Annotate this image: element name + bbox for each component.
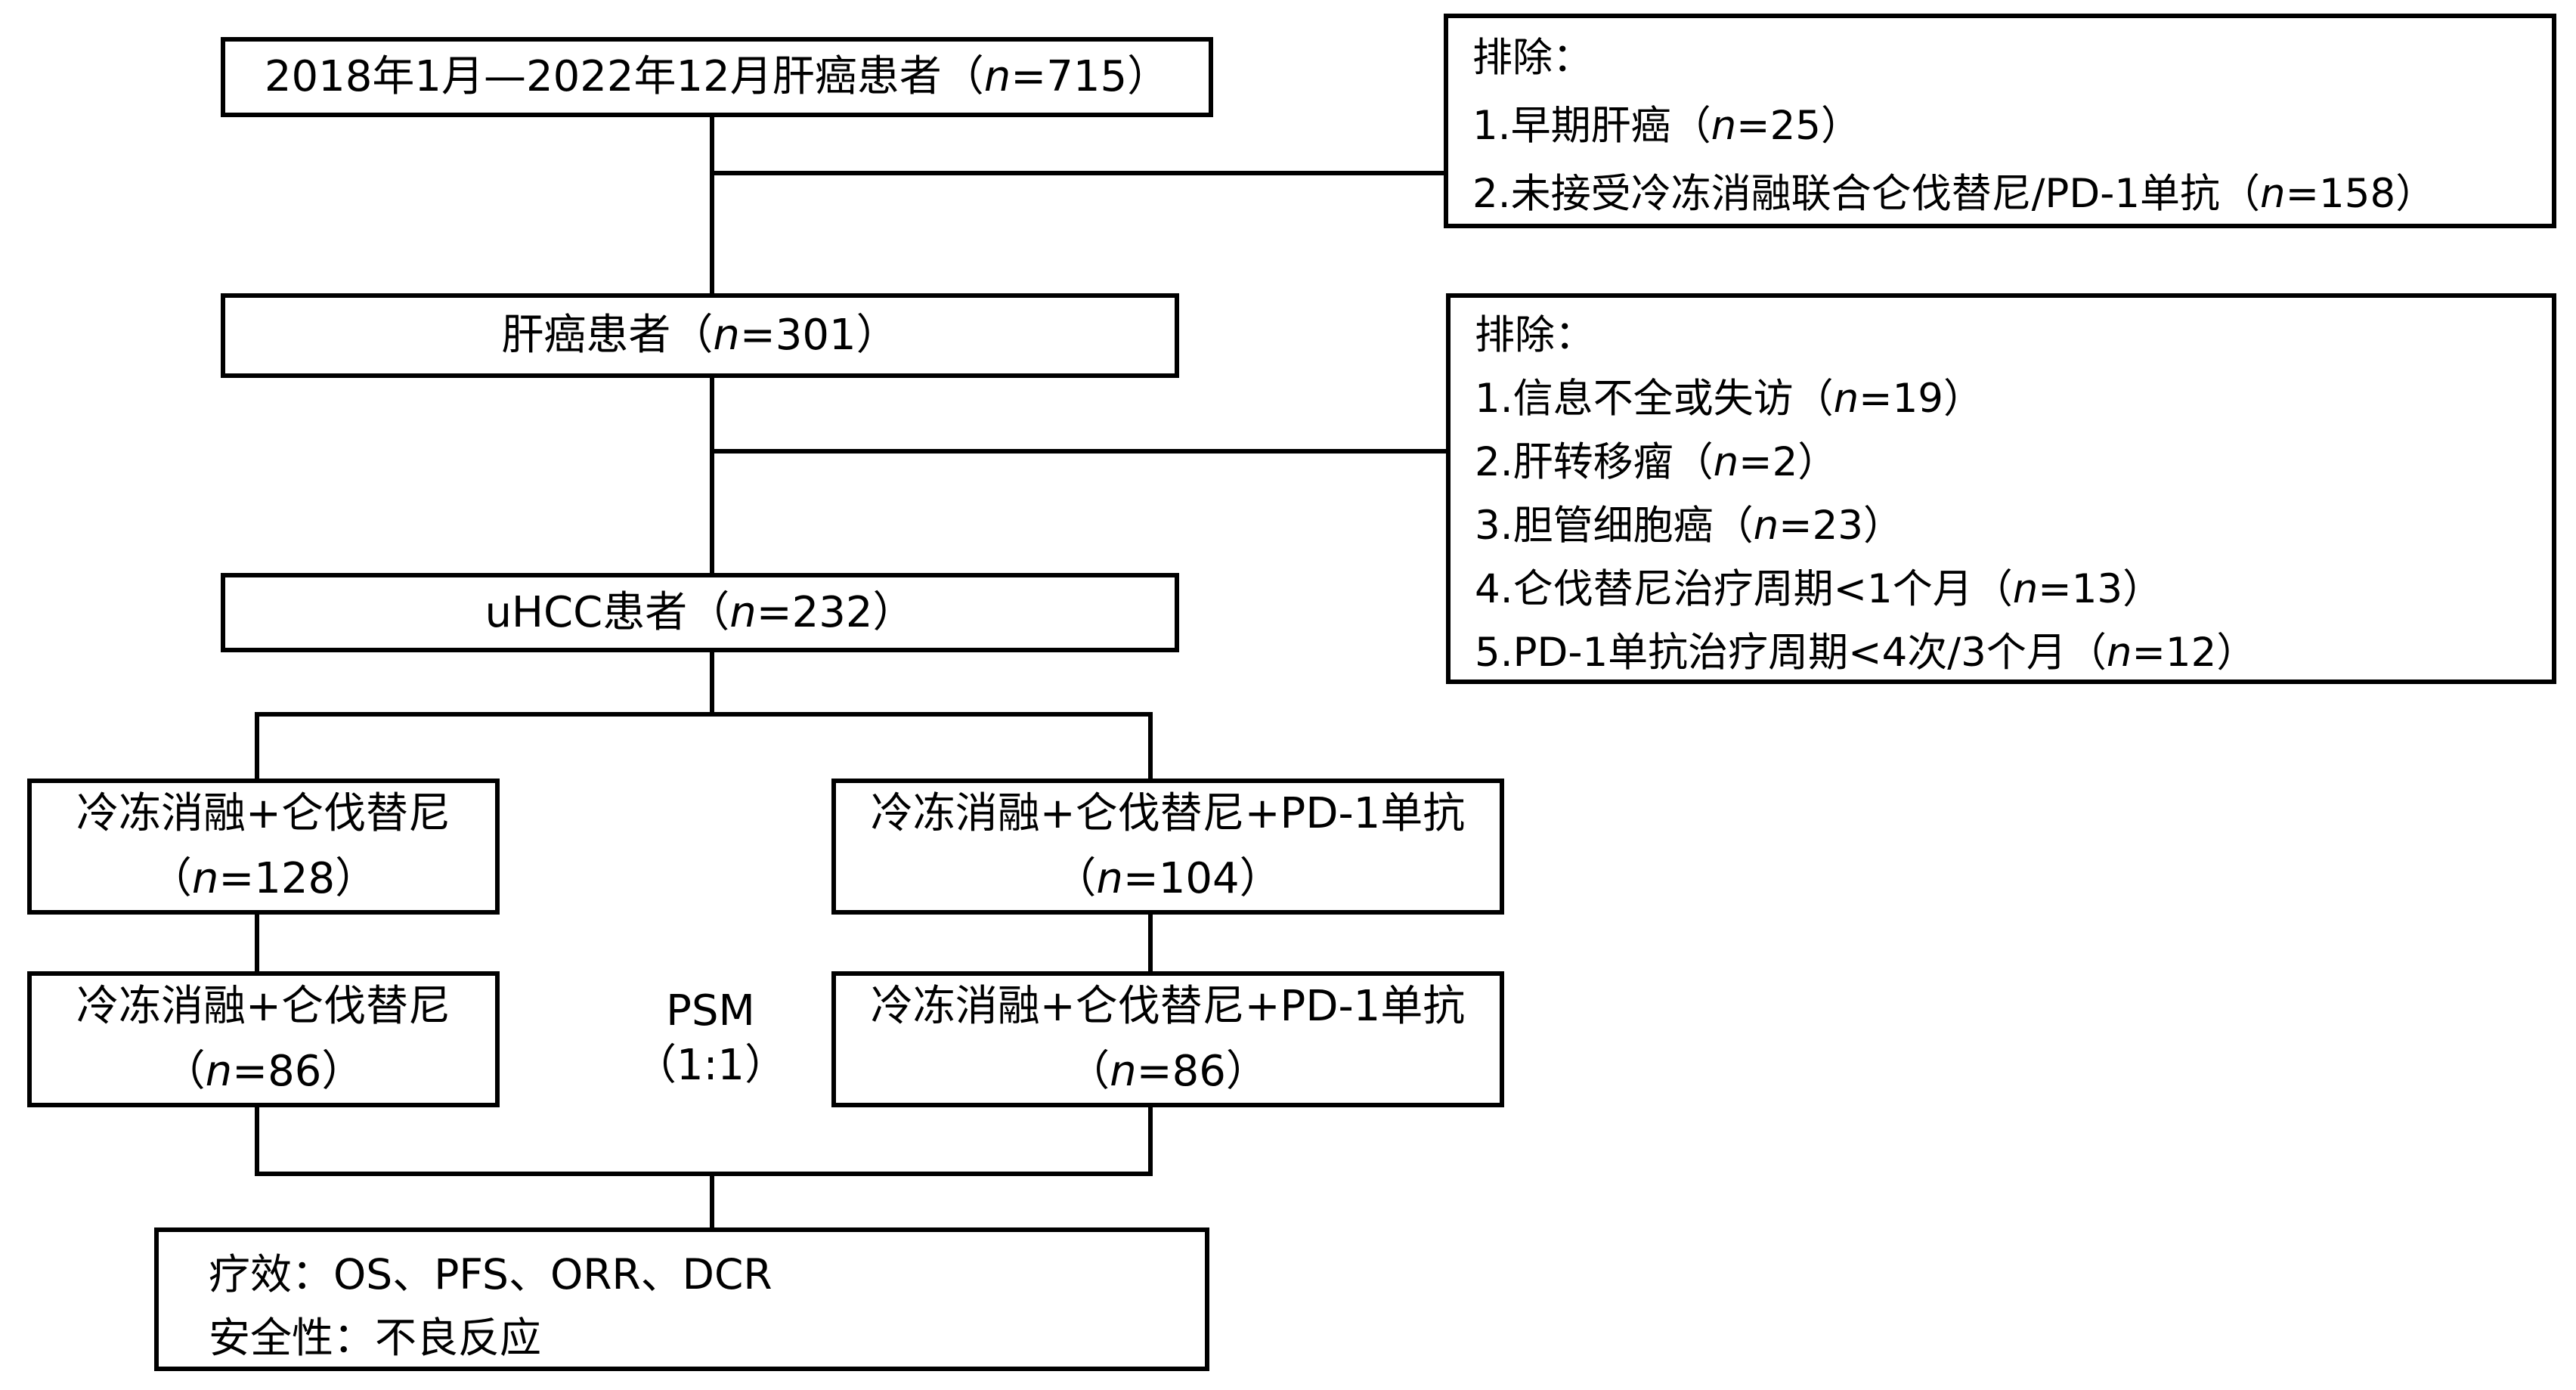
label-count: =12） [2132, 630, 2257, 676]
label-count: =104） [1122, 854, 1282, 903]
label-count: =158） [2285, 171, 2436, 217]
connector-top-to-liver [710, 117, 714, 293]
label-count: =19） [1859, 376, 1984, 422]
box-exclusion-2: 排除： 1.信息不全或失访（n=19） 2.肝转移瘤（n=2） 3.胆管细胞癌（… [1446, 293, 2556, 684]
exclusion-item: 4.仑伐替尼治疗周期<1个月（n=13） [1475, 558, 2552, 621]
box-outcomes: 疗效：OS、PFS、ORR、DCR 安全性：不良反应 [154, 1227, 1209, 1371]
variable-n: n [2012, 566, 2039, 612]
treatment-label: 冷冻消融+仑伐替尼+PD-1单抗 [870, 789, 1466, 838]
variable-n: n [1833, 376, 1859, 422]
box-initial-patients: 2018年1月—2022年12月肝癌患者（n=715） [221, 37, 1213, 117]
box-cryo-lenvatinib-n128: 冷冻消融+仑伐替尼 （n=128） [27, 779, 500, 915]
label-count: =25） [1736, 103, 1862, 149]
label-count: =13） [2038, 566, 2163, 612]
merge-horizontal-line [255, 1172, 1153, 1176]
variable-n: n [713, 311, 740, 361]
label-text: 2018年1月—2022年12月肝癌患者（ [264, 52, 984, 102]
box-label: uHCC患者（n=232） [485, 584, 915, 642]
variable-n: n [1711, 103, 1737, 149]
variable-n: n [983, 52, 1011, 102]
label-count: =86） [232, 1047, 364, 1096]
count-label: （n=86） [1067, 1039, 1268, 1104]
label-text: 5.PD-1单抗治疗周期<4次/3个月（ [1475, 630, 2107, 676]
label-count: =301） [739, 311, 899, 361]
box-liver-cancer-patients: 肝癌患者（n=301） [221, 293, 1179, 378]
label-text: 2.未接受冷冻消融联合仑伐替尼/PD-1单抗（ [1472, 171, 2261, 217]
label-count: =23） [1779, 503, 1904, 549]
split-horizontal-line [255, 712, 1153, 717]
count-label: （n=86） [163, 1039, 364, 1104]
connector-to-exclusion-1 [710, 171, 1444, 175]
exclusion-item: 5.PD-1单抗治疗周期<4次/3个月（n=12） [1475, 621, 2552, 685]
efficacy-label: 疗效：OS、PFS、ORR、DCR [209, 1250, 772, 1299]
count-label: （n=104） [1054, 847, 1281, 912]
connector-uhcc-to-split [710, 652, 714, 717]
treatment-label: 冷冻消融+仑伐替尼 [76, 789, 450, 838]
split-left-drop [255, 712, 259, 779]
label-text: （ [149, 854, 192, 903]
variable-n: n [729, 587, 757, 637]
label-count: =128） [218, 854, 378, 903]
variable-n: n [1753, 503, 1779, 549]
exclusion-item: 2.未接受冷冻消融联合仑伐替尼/PD-1单抗（n=158） [1472, 160, 2552, 228]
left-merge-drop [255, 1107, 259, 1176]
exclusion-title: 排除： [1472, 35, 1593, 81]
variable-n: n [1096, 854, 1123, 903]
label-text: （ [1054, 854, 1097, 903]
right-merge-drop [1148, 1107, 1153, 1176]
label-text: 2.肝转移瘤（ [1475, 439, 1714, 485]
exclusion-title: 排除： [1475, 312, 1595, 358]
label-count: =232） [756, 587, 915, 637]
variable-n: n [205, 1047, 233, 1096]
label-text: uHCC患者（ [485, 587, 730, 637]
label-text: 4.仑伐替尼治疗周期<1个月（ [1475, 566, 2013, 612]
connector-to-exclusion-2 [710, 449, 1446, 454]
variable-n: n [2260, 171, 2286, 217]
label-count: =86） [1136, 1047, 1268, 1096]
label-text: （ [163, 1047, 206, 1096]
right-psm-drop [1148, 915, 1153, 971]
box-cryo-lenvatinib-pd1-n104: 冷冻消融+仑伐替尼+PD-1单抗 （n=104） [831, 779, 1504, 915]
box-label: 肝癌患者（n=301） [501, 307, 898, 364]
box-exclusion-1: 排除： 1.早期肝癌（n=25） 2.未接受冷冻消融联合仑伐替尼/PD-1单抗（… [1444, 14, 2556, 228]
connector-merge-to-outcome [710, 1172, 714, 1232]
exclusion-item: 3.胆管细胞癌（n=23） [1475, 494, 2552, 558]
exclusion-item: 1.早期肝癌（n=25） [1472, 92, 2552, 160]
variable-n: n [191, 854, 219, 903]
treatment-label: 冷冻消融+仑伐替尼+PD-1单抗 [870, 982, 1466, 1031]
label-count: =715） [1011, 52, 1170, 102]
left-psm-drop [255, 915, 259, 971]
psm-ratio: （1:1） [633, 1041, 788, 1090]
count-label: （n=128） [150, 847, 377, 912]
connector-liver-to-uhcc [710, 378, 714, 573]
treatment-label: 冷冻消融+仑伐替尼 [76, 982, 450, 1031]
box-label: 2018年1月—2022年12月肝癌患者（n=715） [265, 48, 1169, 106]
label-text: 肝癌患者（ [501, 311, 714, 361]
label-count: =2） [1738, 439, 1838, 485]
exclusion-item: 2.肝转移瘤（n=2） [1475, 431, 2552, 494]
box-uhcc-patients: uHCC患者（n=232） [221, 573, 1179, 652]
label-text: （ [1067, 1047, 1110, 1096]
variable-n: n [2106, 630, 2132, 676]
psm-title: PSM [666, 986, 755, 1036]
variable-n: n [1713, 439, 1739, 485]
label-text: 1.早期肝癌（ [1472, 103, 1711, 149]
box-cryo-lenvatinib-pd1-n86: 冷冻消融+仑伐替尼+PD-1单抗 （n=86） [831, 971, 1504, 1107]
psm-label: PSM （1:1） [597, 984, 824, 1093]
split-right-drop [1148, 712, 1153, 779]
exclusion-item: 1.信息不全或失访（n=19） [1475, 367, 2552, 431]
safety-label: 安全性：不良反应 [209, 1314, 542, 1362]
box-cryo-lenvatinib-n86: 冷冻消融+仑伐替尼 （n=86） [27, 971, 500, 1107]
label-text: 1.信息不全或失访（ [1475, 376, 1834, 422]
variable-n: n [1110, 1047, 1137, 1096]
label-text: 3.胆管细胞癌（ [1475, 503, 1754, 549]
